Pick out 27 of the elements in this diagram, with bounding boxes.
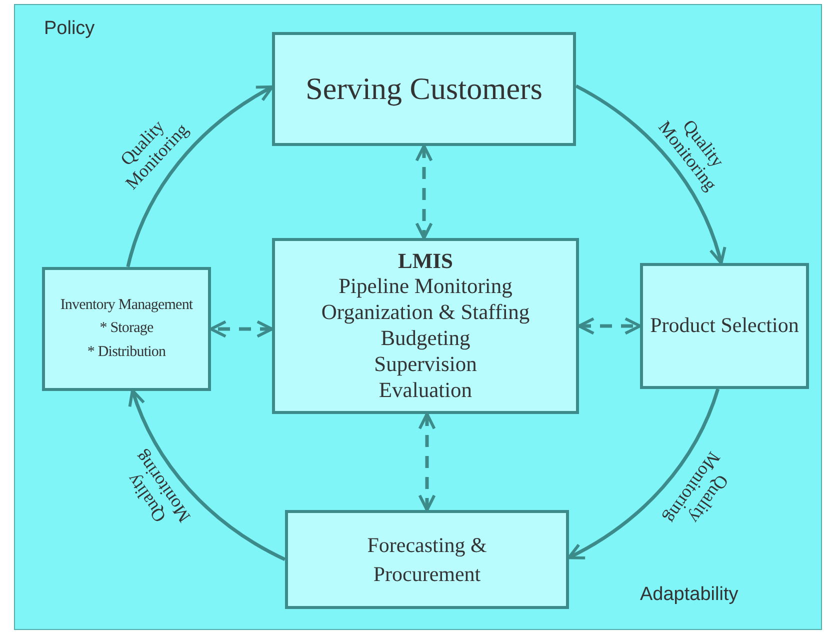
box-text: Forecasting & Procurement (366, 532, 488, 588)
box-text: Inventory Management (60, 296, 193, 316)
dashed-arrow (415, 144, 433, 240)
process-box (640, 263, 809, 389)
process-box (285, 510, 569, 609)
note-text: Policy (44, 18, 95, 40)
box-text: Pipeline Monitoring (338, 274, 512, 300)
box-text: LMIS (398, 248, 453, 274)
box-text: Budgeting (380, 326, 470, 352)
arrow (129, 389, 286, 561)
box-text: Evaluation (378, 378, 472, 404)
box-text: * Distribution (87, 342, 166, 362)
dashed-arrow (418, 412, 436, 512)
process-box (42, 267, 211, 391)
note-text: Adaptability (640, 584, 738, 606)
process-box (272, 32, 576, 146)
box-text: Serving Customers (306, 70, 542, 108)
box-text: * Storage (100, 319, 154, 338)
arrow (126, 85, 274, 268)
dashed-arrow (210, 320, 274, 338)
dashed-arrow (578, 317, 642, 335)
box-text: Supervision (374, 352, 477, 378)
process-box (272, 238, 579, 414)
box-text: Organization & Staffing (321, 300, 530, 326)
arrow (567, 388, 720, 560)
arrow (575, 84, 726, 264)
box-text: Product Selection (650, 312, 799, 340)
